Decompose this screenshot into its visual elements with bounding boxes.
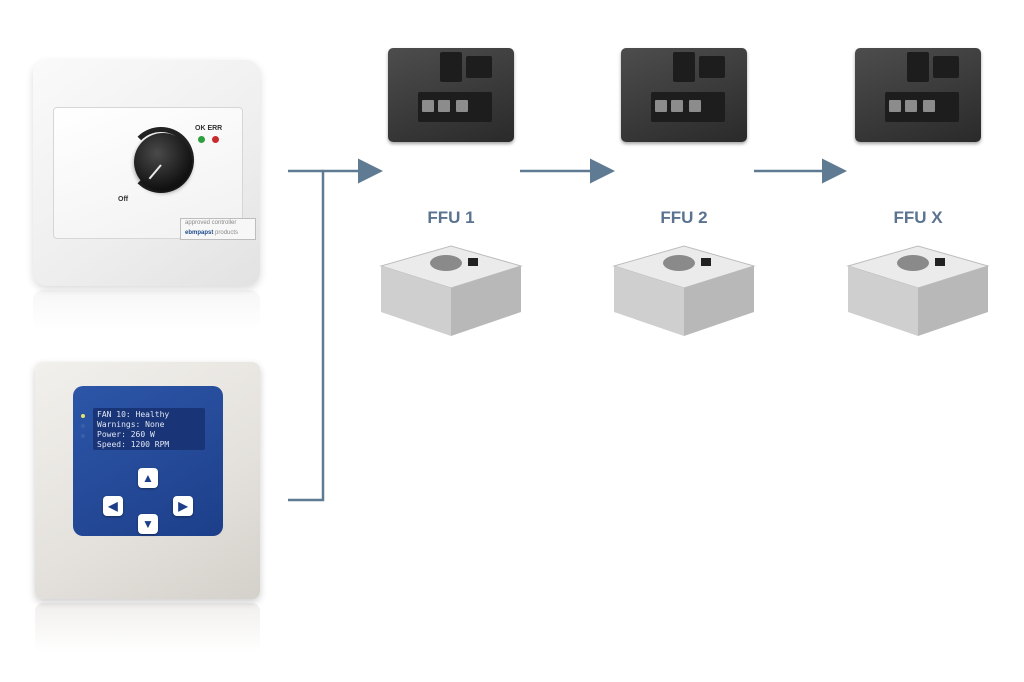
led-labels: OK ERR bbox=[195, 125, 223, 132]
ffu-box-icon bbox=[379, 245, 523, 336]
ok-led-icon bbox=[198, 136, 205, 143]
connector-from-display bbox=[288, 158, 383, 502]
chevron-left-icon: ◀ bbox=[108, 499, 118, 513]
right-button[interactable]: ▶ bbox=[173, 496, 193, 516]
lcd-line: Speed: 1200 RPM bbox=[97, 440, 170, 449]
lcd-screen: FAN 10: Healthy Warnings: None Power: 26… bbox=[93, 408, 205, 450]
off-label: Off bbox=[118, 196, 129, 203]
knob-indicator bbox=[148, 164, 162, 180]
approved-line2-rest: products bbox=[215, 230, 239, 236]
ffu-label: FFU 2 bbox=[660, 208, 708, 227]
ffu-box-icon bbox=[846, 245, 990, 336]
chevron-up-icon: ▲ bbox=[142, 471, 154, 485]
display-panel: FAN 10: Healthy Warnings: None Power: 26… bbox=[73, 386, 223, 536]
ebmpapst-logo: ebmpapst bbox=[185, 230, 214, 236]
display-controller-reflection bbox=[35, 603, 260, 653]
potentiometer-reflection bbox=[33, 290, 260, 330]
control-module bbox=[855, 48, 981, 142]
ffu-box-icon bbox=[612, 245, 756, 336]
ffu-label: FFU 1 bbox=[427, 208, 475, 227]
lcd-line: Warnings: None bbox=[97, 420, 165, 429]
control-module bbox=[621, 48, 747, 142]
potentiometer-controller: OK ERR Off approved controller ebmpapst … bbox=[33, 60, 260, 286]
err-led-icon bbox=[212, 136, 219, 143]
status-led-icon bbox=[81, 424, 85, 428]
up-button[interactable]: ▲ bbox=[138, 468, 158, 488]
lcd-line: FAN 10: Healthy bbox=[97, 410, 170, 419]
ffu-label: FFU X bbox=[893, 208, 943, 227]
approved-line1: approved controller bbox=[185, 220, 237, 226]
approved-controller-label: approved controller ebmpapst products bbox=[180, 218, 256, 240]
left-button[interactable]: ◀ bbox=[103, 496, 123, 516]
chevron-right-icon: ▶ bbox=[178, 499, 188, 513]
lcd-line: Power: 260 W bbox=[97, 430, 155, 439]
control-module bbox=[388, 48, 514, 142]
status-led-icon bbox=[81, 414, 85, 418]
status-led-icon bbox=[81, 434, 85, 438]
approved-line2: ebmpapst products bbox=[185, 230, 238, 236]
down-button[interactable]: ▼ bbox=[138, 514, 158, 534]
display-controller: FAN 10: Healthy Warnings: None Power: 26… bbox=[35, 362, 260, 599]
chevron-down-icon: ▼ bbox=[142, 517, 154, 531]
speed-knob[interactable] bbox=[134, 133, 192, 191]
potentiometer-plate: OK ERR Off approved controller ebmpapst … bbox=[53, 107, 256, 240]
